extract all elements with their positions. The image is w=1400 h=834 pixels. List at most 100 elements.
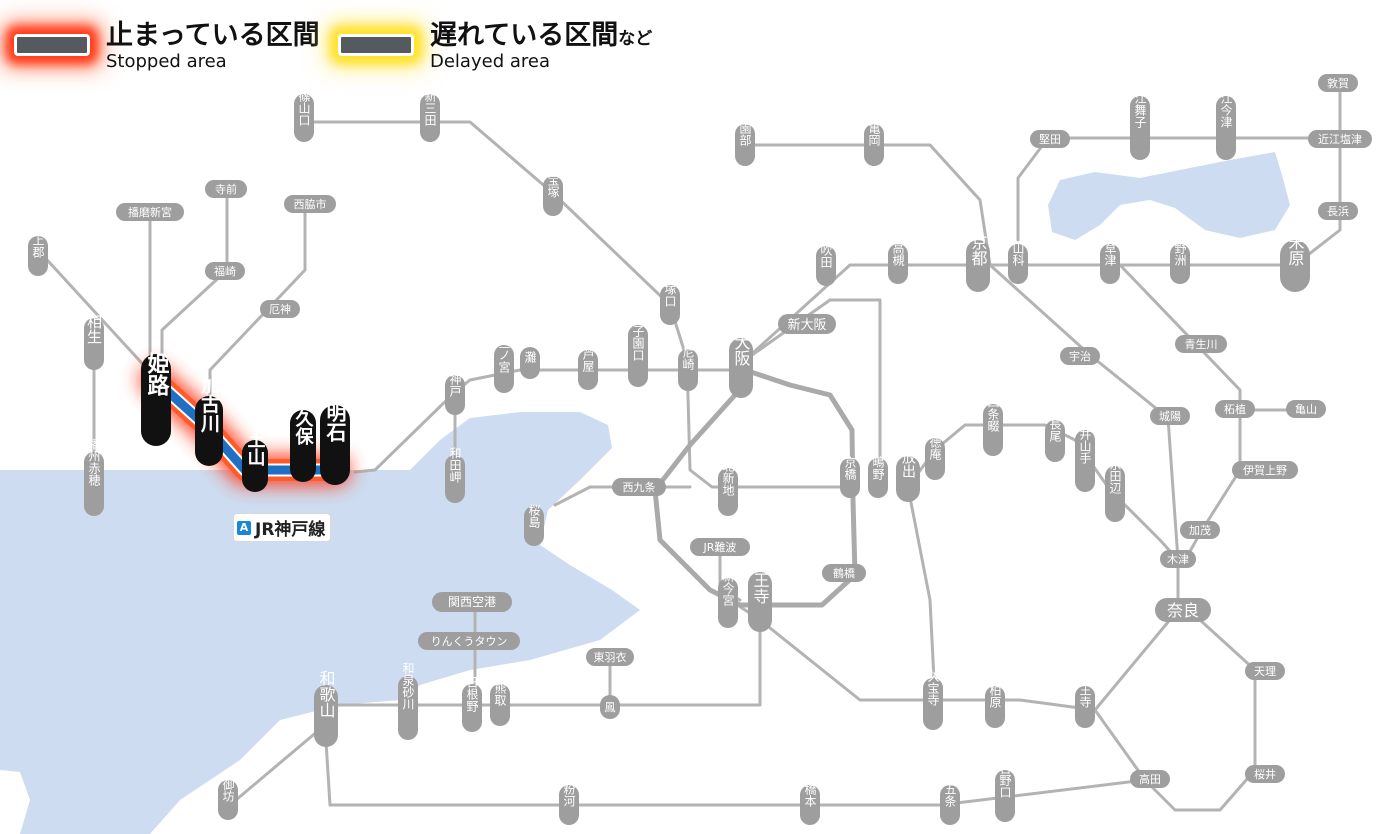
station-oji: 王寺 bbox=[1078, 684, 1092, 708]
line-name: JR神戸線 bbox=[255, 520, 326, 540]
station-kyobashi: 京橋 bbox=[843, 456, 857, 481]
station-matsuiyamate: 松井山手 bbox=[1078, 416, 1092, 464]
station-kamo-station: 鴫野 bbox=[871, 456, 885, 480]
station-amagasaki: 尼崎 bbox=[681, 346, 695, 370]
line-badge: A bbox=[237, 520, 251, 535]
station-kyotanabe: 京田辺 bbox=[1108, 458, 1122, 494]
station-nara: 奈良 bbox=[1167, 601, 1199, 620]
station-kakogawa: 加古川 bbox=[198, 375, 221, 433]
station-wadamisaki: 和田岬 bbox=[448, 447, 462, 483]
station-sakurai: 桜井 bbox=[1254, 767, 1276, 781]
station-hanaten: 放出 bbox=[900, 450, 916, 478]
legend-delayed-jp: 遅れている区間 bbox=[430, 20, 619, 51]
legend-delayed-suffix: など bbox=[618, 29, 653, 49]
station-kansaiairport: 関西空港 bbox=[448, 595, 496, 609]
station-tsukaguchi: 塚口 bbox=[663, 283, 677, 307]
station-tsuge: 柘植 bbox=[1224, 402, 1246, 416]
station-jrnamba: JR難波 bbox=[703, 541, 737, 554]
station-harimashingu: 播磨新宮 bbox=[128, 205, 172, 219]
station-yakujin: 厄神 bbox=[269, 302, 291, 316]
station-kamo: 加茂 bbox=[1189, 523, 1211, 537]
station-kamigori: 上郡 bbox=[31, 234, 45, 259]
station-higashihagoromo: 東羽衣 bbox=[594, 650, 627, 664]
major-station-pills[interactable] bbox=[314, 240, 1310, 747]
station-sakurajima: 桜島 bbox=[527, 504, 541, 529]
station-omimaiko: 近江舞子 bbox=[1133, 80, 1147, 128]
station-kobe: 神戸 bbox=[448, 373, 462, 398]
legend-delayed: 遅れている区間など Delayed area bbox=[338, 22, 652, 71]
station-shinsanda: 新三田 bbox=[423, 89, 437, 126]
station-sonobe: 園部 bbox=[738, 122, 752, 146]
legend-stopped: 止まっている区間 Stopped area bbox=[14, 22, 320, 71]
stopped-swatch bbox=[14, 34, 90, 56]
delayed-swatch bbox=[338, 34, 414, 56]
station-takada: 高田 bbox=[1139, 772, 1161, 786]
station-uji: 宇治 bbox=[1069, 349, 1091, 363]
station-kashiwara: 柏原 bbox=[988, 683, 1002, 708]
station-katata: 堅田 bbox=[1039, 133, 1061, 146]
station-pills[interactable] bbox=[28, 74, 1372, 825]
station-shinimamiya: 新今宮 bbox=[721, 569, 735, 606]
station-tennoji: 天王寺 bbox=[751, 556, 770, 604]
station-gobo: 御坊 bbox=[221, 777, 235, 802]
station-nagahama: 長浜 bbox=[1327, 205, 1349, 218]
station-aioi: 相生 bbox=[85, 314, 103, 344]
station-otori: 鳳 bbox=[605, 701, 616, 714]
station-rinkutown: りんくうタウン bbox=[431, 635, 508, 648]
station-teramae: 寺前 bbox=[215, 182, 237, 196]
station-kitashinchi: 北新地 bbox=[721, 460, 735, 496]
station-takarazuka: 宝塚 bbox=[546, 174, 560, 198]
osaka-loop bbox=[652, 367, 858, 608]
station-kokawa: 粉河 bbox=[562, 783, 576, 807]
station-igaueno: 伊賀上野 bbox=[1243, 464, 1287, 477]
station-osaka: 大阪 bbox=[732, 334, 751, 366]
station-kusatsu: 草津 bbox=[1103, 242, 1117, 266]
station-maibara: 米原 bbox=[1286, 234, 1305, 266]
station-kizu: 木津 bbox=[1167, 553, 1189, 566]
station-gojo: 五条 bbox=[943, 783, 957, 807]
station-tsuruga: 敦賀 bbox=[1327, 76, 1349, 90]
station-hashimoto: 橋本 bbox=[803, 783, 817, 808]
station-kameoka: 亀岡 bbox=[867, 122, 881, 146]
station-tokuan: 徳庵 bbox=[928, 435, 942, 461]
station-kyoto: 京都 bbox=[969, 234, 988, 266]
station-tsuruhashi: 鶴橋 bbox=[833, 566, 855, 580]
station-nishiakashi: 西明石 bbox=[323, 382, 347, 442]
station-tsuchiyama: 土山 bbox=[245, 430, 266, 467]
station-kumatori: 熊取 bbox=[493, 681, 507, 706]
station-nishikujo: 西九条 bbox=[623, 480, 656, 494]
station-kuroda: 青生川 bbox=[1185, 337, 1218, 351]
station-nagao: 長尾 bbox=[1048, 418, 1062, 442]
station-okubo: 大久保 bbox=[293, 390, 315, 446]
station-nada: 灘 bbox=[523, 351, 537, 363]
legend-stopped-jp: 止まっている区間 bbox=[106, 20, 320, 51]
station-izumisunagawa: 和泉砂川 bbox=[401, 662, 415, 710]
water-area bbox=[0, 152, 1290, 834]
station-nishiwakishi: 西脇市 bbox=[294, 197, 327, 211]
station-sannomiya: 三ノ宮 bbox=[497, 337, 511, 373]
stopped-station-pills[interactable] bbox=[141, 354, 350, 492]
station-takatsuki: 高槻 bbox=[891, 241, 905, 267]
station-omiimazu: 近江今津 bbox=[1219, 80, 1233, 128]
station-suita: 吹田 bbox=[819, 244, 833, 268]
station-fukusaki: 福崎 bbox=[214, 264, 236, 278]
station-yamashina: 山科 bbox=[1011, 242, 1025, 266]
legend-stopped-en: Stopped area bbox=[106, 51, 227, 72]
station-shinosaka: 新大阪 bbox=[787, 317, 826, 333]
station-sasayamaguchi: 篠山口 bbox=[297, 89, 311, 126]
station-hineno: 日根野 bbox=[465, 676, 479, 712]
legend-delayed-en: Delayed area bbox=[430, 51, 550, 72]
station-tsugeyama: 亀山 bbox=[1295, 402, 1317, 416]
station-yasu: 野洲 bbox=[1173, 242, 1187, 266]
station-shijonawate: 四条畷 bbox=[986, 396, 1000, 432]
station-kyuhoji: 久宝寺 bbox=[926, 670, 940, 706]
station-jojo: 城陽 bbox=[1159, 410, 1181, 423]
station-ashiya: 芦屋 bbox=[581, 348, 595, 373]
station-wakayama: 和歌山 bbox=[317, 670, 336, 718]
station-himeji: 姫路 bbox=[144, 351, 170, 396]
station-yoshinoguchi: 吉野口 bbox=[998, 762, 1012, 798]
line-label-jr-kobe[interactable]: A JR神戸線 bbox=[234, 514, 331, 541]
stopped-section bbox=[139, 364, 351, 486]
station-banshuako: 播州赤穂 bbox=[87, 438, 101, 487]
